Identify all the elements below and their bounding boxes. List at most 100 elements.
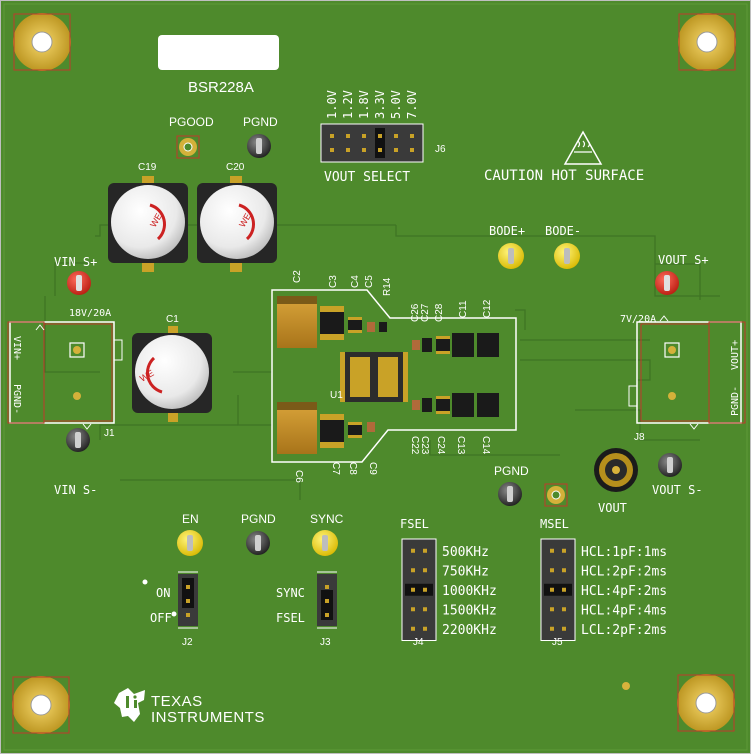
c22-refdes: C22 — [409, 436, 420, 455]
power-stage-outline — [271, 289, 517, 463]
vout-post[interactable] — [594, 448, 638, 492]
j4-pin — [423, 568, 427, 573]
j6-pin — [330, 134, 334, 138]
j4-pin — [411, 587, 415, 592]
ti-logo-line2: Instruments — [151, 709, 265, 726]
j6-title: VOUT SELECT — [324, 170, 410, 185]
sync-testpoint[interactable] — [312, 530, 338, 556]
mounting-hole-br — [677, 674, 735, 732]
c8-refdes: C8 — [347, 462, 358, 475]
j5-option-label: HCL:1pF:1ms — [581, 545, 667, 560]
pgood-label: PGOOD — [169, 115, 214, 129]
c11-refdes: C11 — [458, 300, 469, 318]
pgood-testpoint[interactable] — [176, 135, 200, 159]
j8-pin2: PGND- — [730, 386, 741, 416]
j8-rating: 7V/20A — [620, 314, 656, 325]
j5-pin — [550, 568, 554, 573]
caution-text: CAUTION HOT SURFACE — [484, 168, 644, 184]
j4-pin — [411, 626, 415, 631]
j4-option-label: 1500KHz — [442, 603, 497, 618]
pgnd-top-label: PGND — [243, 115, 278, 129]
j5-pin — [562, 626, 566, 631]
j1-refdes: J1 — [104, 428, 115, 439]
vout-label: VOUT — [598, 501, 627, 515]
j5-option-label: LCL:2pF:2ms — [581, 623, 667, 638]
j2-jumper[interactable] — [178, 571, 198, 629]
j5-refdes: J5 — [552, 637, 563, 648]
board-name: BSR228A — [188, 79, 254, 96]
hot-surface-icon — [563, 130, 603, 165]
vout-sm-testpoint[interactable] — [658, 453, 682, 477]
j4-option-label: 2200KHz — [442, 623, 497, 638]
j6-pin — [346, 148, 350, 152]
c3-refdes: C3 — [328, 275, 339, 288]
j5-pin — [562, 548, 566, 553]
j3-jumper[interactable] — [317, 571, 337, 629]
j6-pin — [378, 134, 382, 138]
j5-pin — [562, 568, 566, 573]
c19-refdes: C19 — [138, 162, 157, 173]
j5-option-label: HCL:2pF:2ms — [581, 564, 667, 579]
tantalum-c6 — [277, 402, 317, 454]
c24-refdes: C24 — [435, 436, 446, 455]
j1-connector[interactable] — [7, 321, 123, 430]
j2-off-label: OFF — [150, 611, 172, 625]
j5-pin — [562, 607, 566, 612]
ti-logo-icon — [114, 688, 145, 722]
vout-sp-testpoint[interactable] — [655, 271, 679, 295]
j5-shunt[interactable] — [544, 583, 572, 596]
j5-option-label: HCL:4pF:4ms — [581, 603, 667, 618]
vin-sp-testpoint[interactable] — [67, 271, 91, 295]
pgnd-top-testpoint[interactable] — [247, 134, 271, 158]
j6-pin — [394, 148, 398, 152]
j8-connector[interactable] — [628, 315, 746, 430]
j4-pin — [411, 548, 415, 553]
j5-pin — [550, 548, 554, 553]
j6-option-label: 3.3V — [373, 90, 387, 119]
j5-header[interactable] — [540, 538, 576, 641]
j4-pin — [423, 587, 427, 592]
bode-m-testpoint[interactable] — [554, 243, 580, 269]
c4-refdes: C4 — [350, 275, 361, 288]
c26-refdes: C26 — [410, 303, 421, 322]
vout-sense-testpoint[interactable] — [544, 483, 568, 507]
vin-sm-label: VIN S- — [54, 483, 97, 497]
j8-refdes: J8 — [634, 432, 645, 443]
pgnd-mid-testpoint[interactable] — [498, 482, 522, 506]
r14-refdes: R14 — [382, 277, 393, 296]
en-testpoint[interactable] — [177, 530, 203, 556]
mlcc-bottom — [320, 414, 375, 448]
j6-header[interactable] — [320, 123, 424, 163]
j5-pin — [550, 587, 554, 592]
j3-sync-label: SYNC — [276, 586, 305, 600]
pgnd-bot-testpoint[interactable] — [246, 531, 270, 555]
bode-p-testpoint[interactable] — [498, 243, 524, 269]
output-caps-bottom — [412, 393, 499, 417]
pgnd-mid-label: PGND — [494, 464, 529, 478]
vin-sm-testpoint[interactable] — [66, 428, 90, 452]
j4-option-label: 750KHz — [442, 564, 489, 579]
j3-refdes: J3 — [320, 637, 331, 648]
tantalum-c2 — [277, 296, 317, 348]
c9-refdes: C9 — [367, 462, 378, 475]
j5-pin — [550, 626, 554, 631]
sync-label: SYNC — [310, 512, 344, 526]
j6-option-label: 1.8V — [357, 90, 371, 119]
j5-pin — [550, 607, 554, 612]
c12-refdes: C12 — [482, 299, 493, 318]
j6-pin — [346, 134, 350, 138]
j2-pin3-mark — [171, 611, 177, 617]
c13-refdes: C13 — [455, 436, 466, 455]
vin-sp-label: VIN S+ — [54, 255, 97, 269]
j6-shunt[interactable] — [375, 128, 385, 158]
c5-refdes: C5 — [364, 275, 375, 288]
mounting-hole-bl — [12, 676, 70, 734]
j4-shunt[interactable] — [405, 583, 433, 596]
j1-pin2: PGND- — [11, 384, 22, 414]
j6-pin — [410, 134, 414, 138]
mounting-hole-tr — [678, 13, 736, 71]
j4-header[interactable] — [401, 538, 437, 641]
capacitor-c19: WE — [108, 176, 188, 272]
